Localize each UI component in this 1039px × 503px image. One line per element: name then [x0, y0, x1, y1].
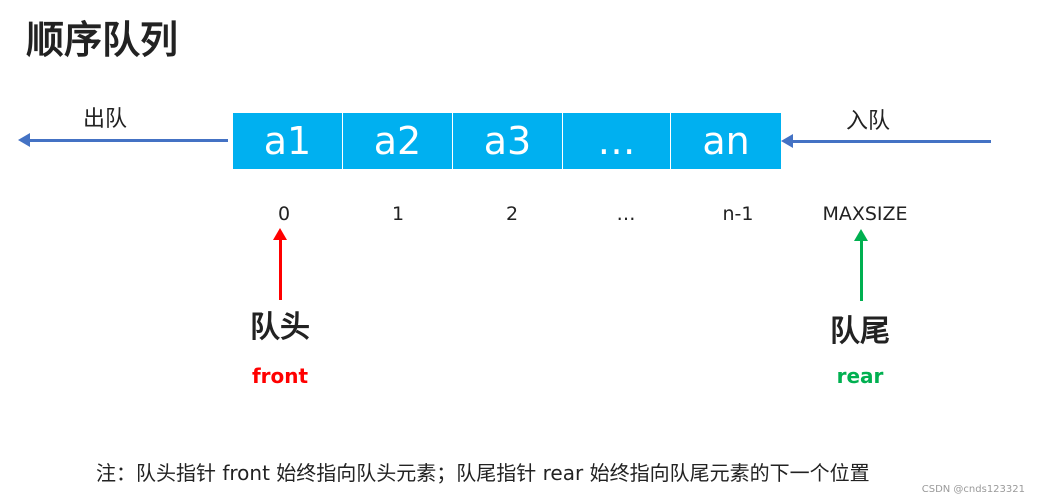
index-label: n-1 — [722, 203, 754, 225]
index-label: 0 — [277, 203, 291, 225]
queue-cell: … — [563, 113, 671, 169]
enqueue-arrow-head — [781, 134, 793, 148]
dequeue-arrow-head — [18, 133, 30, 147]
rear-arrow-line — [860, 241, 863, 301]
rear-pointer-name: 队尾 — [830, 314, 890, 349]
front-pointer-name: 队头 — [250, 310, 310, 345]
page-title: 顺序队列 — [26, 18, 179, 62]
queue-cell: an — [671, 113, 781, 169]
queue-cell: a3 — [453, 113, 563, 169]
queue-cell: a2 — [343, 113, 453, 169]
footnote: 注：队头指针 front 始终指向队头元素；队尾指针 rear 始终指向队尾元素… — [96, 461, 870, 485]
rear-arrow-head — [854, 229, 868, 241]
enqueue-label: 入队 — [846, 109, 891, 134]
front-arrow-line — [279, 240, 282, 300]
front-arrow-head — [273, 228, 287, 240]
rear-pointer-label: rear — [836, 364, 884, 388]
dequeue-arrow-line — [30, 139, 228, 142]
dequeue-label: 出队 — [83, 107, 128, 132]
index-label: 1 — [391, 203, 405, 225]
watermark: CSDN @cnds123321 — [921, 484, 1025, 495]
queue-cell: a1 — [233, 113, 343, 169]
enqueue-arrow-line — [793, 140, 991, 143]
index-label: 2 — [505, 203, 519, 225]
front-pointer-label: front — [251, 364, 309, 388]
index-label: … — [616, 203, 636, 225]
index-label: MAXSIZE — [822, 203, 908, 225]
